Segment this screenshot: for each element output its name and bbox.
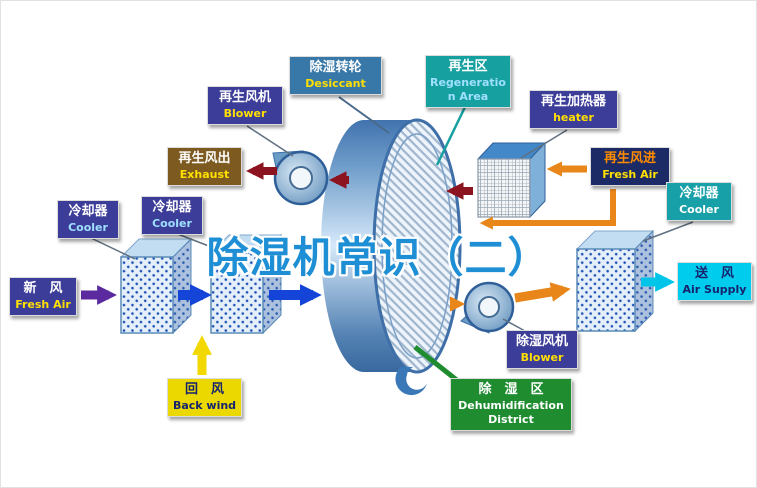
label-cooler-middle: 冷却器 Cooler: [141, 196, 203, 236]
label-desiccant-zh: 除湿转轮: [309, 60, 362, 75]
cooler-block-left: [119, 237, 193, 335]
label-cooler-right-en: Cooler: [679, 202, 719, 216]
label-regeneration-area: 再生区 Regeneration Area: [425, 55, 511, 109]
connector-dehumid-blower: [502, 318, 526, 332]
airflow-arrows: [81, 161, 675, 375]
rotor-curl-ornament: [395, 367, 427, 396]
cooler-block-right: [575, 229, 655, 333]
regen-blower-fan: [272, 150, 329, 206]
connector-cooler-right: [642, 221, 694, 242]
label-dehumidification-district-en: Dehumidification District: [458, 398, 564, 427]
label-fresh-air-inlet: 新 风 Fresh Air: [9, 277, 77, 317]
label-cooler-right-zh: 冷却器: [679, 186, 719, 201]
regen-heater-unit: [476, 141, 547, 219]
label-exhaust-zh: 再生风出: [178, 151, 231, 166]
label-dehumidification-district: 除 湿 区 Dehumidification District: [450, 378, 572, 432]
label-regen-heater: 再生加热器 heater: [529, 90, 618, 130]
connector-desiccant: [338, 96, 390, 134]
label-cooler-left-en: Cooler: [68, 220, 108, 234]
connector-regen-heater: [520, 129, 568, 159]
label-dehumidification-district-zh: 除 湿 区: [478, 382, 544, 397]
label-air-supply-zh: 送 风: [694, 266, 734, 281]
connector-cooler-left: [90, 237, 136, 260]
label-dehumid-blower-en: Blower: [520, 350, 564, 364]
label-regeneration-area-en: Regeneration Area: [430, 75, 506, 104]
dehumid-blower-fan: [460, 281, 515, 334]
cooler-block-middle: [209, 233, 283, 335]
label-fresh-air-inlet-zh: 新 风: [23, 281, 63, 296]
label-regen-fresh-air: 再生风进 Fresh Air: [590, 147, 670, 187]
label-cooler-middle-en: Cooler: [152, 216, 192, 230]
connector-regen-blower: [246, 125, 294, 157]
label-air-supply-en: Air Supply: [682, 282, 747, 296]
page-title: 除湿机常识（二）: [206, 233, 551, 282]
label-cooler-left-zh: 冷却器: [68, 204, 108, 219]
label-cooler-middle-zh: 冷却器: [152, 200, 192, 215]
label-regen-fresh-air-zh: 再生风进: [603, 151, 656, 166]
label-dehumid-blower: 除湿风机 Blower: [506, 330, 578, 370]
label-exhaust: 再生风出 Exhaust: [167, 147, 242, 187]
label-back-wind: 回 风 Back wind: [167, 378, 242, 418]
connector-regen-area: [435, 106, 467, 166]
label-exhaust-en: Exhaust: [179, 167, 230, 181]
label-dehumid-blower-zh: 除湿风机: [515, 334, 568, 349]
label-regen-blower: 再生风机 Blower: [207, 86, 283, 126]
connector-cooler-mid: [174, 232, 228, 254]
label-cooler-left: 冷却器 Cooler: [57, 200, 119, 240]
label-regen-blower-zh: 再生风机: [218, 90, 271, 105]
label-regen-heater-en: heater: [553, 110, 594, 124]
label-desiccant-en: Desiccant: [305, 76, 366, 90]
arrow-fan-to-right-cooler: [514, 282, 571, 303]
label-air-supply: 送 风 Air Supply: [677, 262, 752, 302]
label-regen-heater-zh: 再生加热器: [540, 94, 606, 109]
arrow-regen-air-path: [479, 189, 616, 230]
label-regeneration-area-zh: 再生区: [448, 59, 488, 74]
label-back-wind-zh: 回 风: [184, 382, 224, 397]
label-fresh-air-inlet-en: Fresh Air: [15, 297, 71, 311]
label-desiccant: 除湿转轮 Desiccant: [289, 56, 382, 96]
label-regen-fresh-air-en: Fresh Air: [602, 167, 658, 181]
label-cooler-right: 冷却器 Cooler: [666, 182, 732, 222]
label-back-wind-en: Back wind: [172, 398, 237, 412]
label-regen-blower-en: Blower: [223, 106, 267, 120]
